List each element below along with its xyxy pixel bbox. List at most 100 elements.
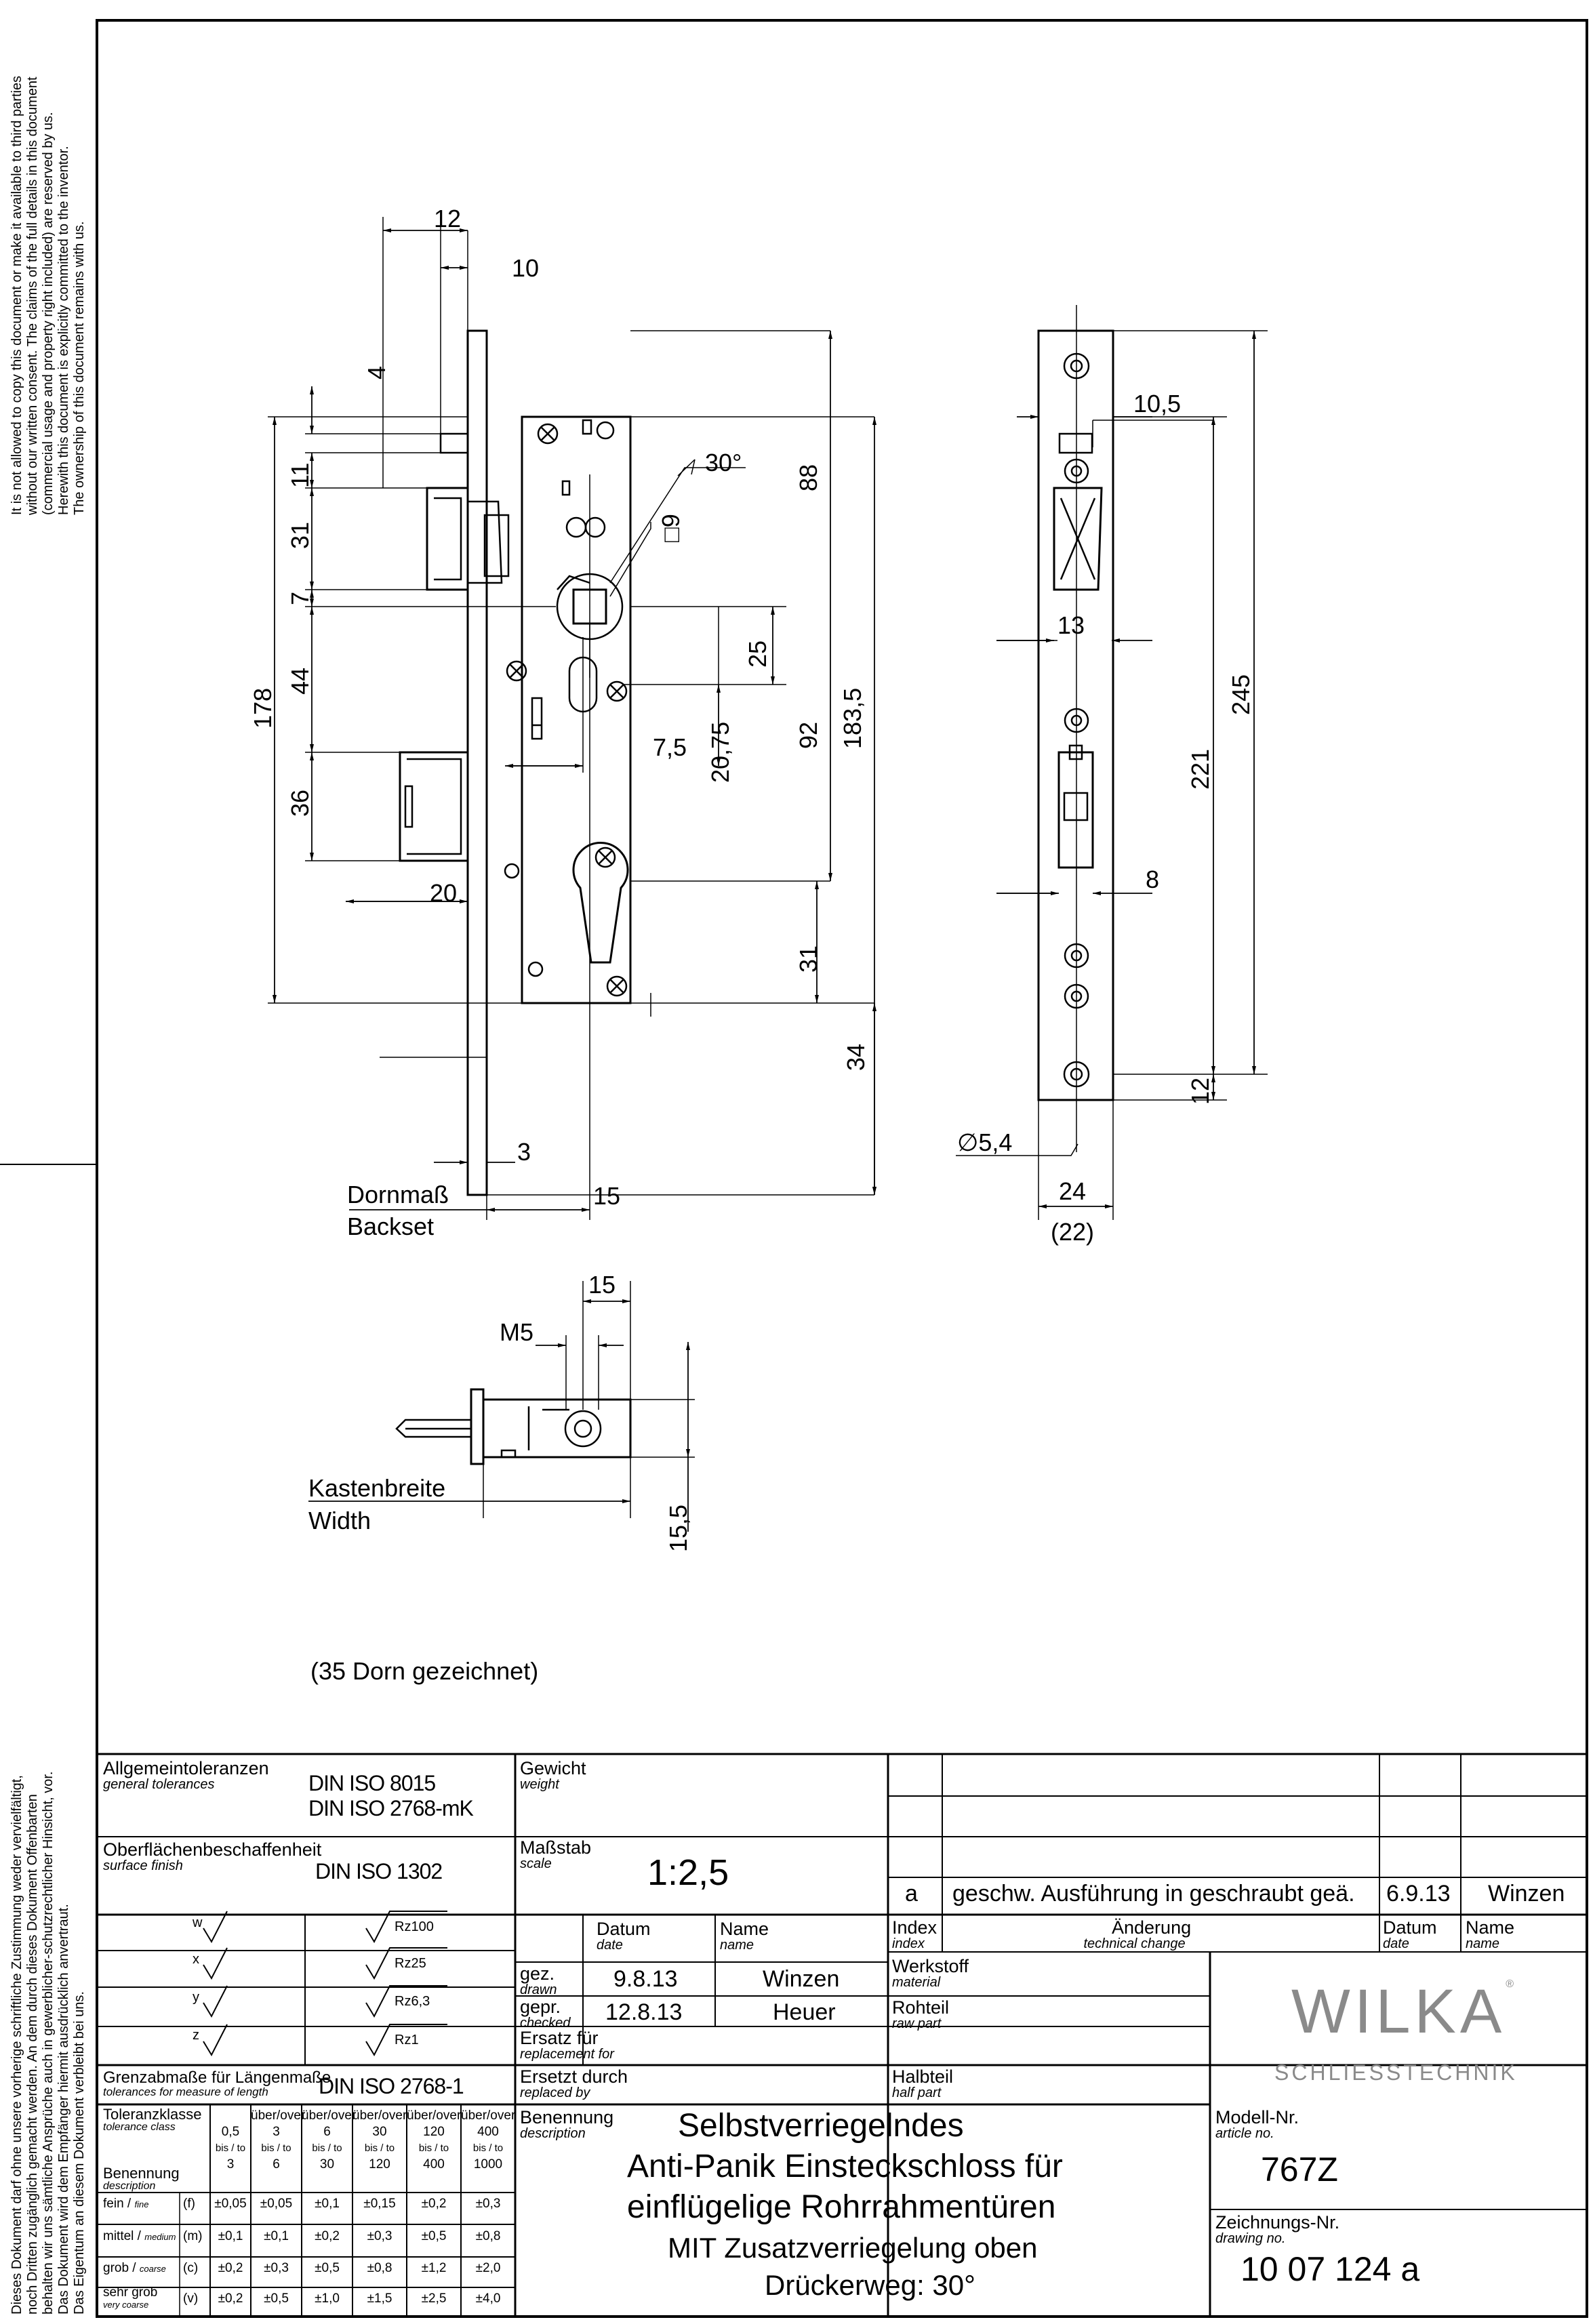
tolerance-row-name: grob / coarse xyxy=(103,2262,166,2275)
tolerance-cell: ±0,2 xyxy=(218,2261,243,2275)
tolerance-cell: ±0,3 xyxy=(264,2261,289,2275)
tolerance-cell: ±0,2 xyxy=(218,2291,243,2306)
surface-finish-std: DIN ISO 1302 xyxy=(315,1859,443,1883)
tolerance-header-text: bis / to xyxy=(312,2142,342,2154)
dim-22: (22) xyxy=(1051,1218,1094,1246)
width-label-en: Width xyxy=(308,1507,371,1534)
tolerance-header-text: 3 xyxy=(226,2157,235,2172)
dim-31a: 31 xyxy=(286,522,314,549)
dim-3: 3 xyxy=(517,1138,531,1166)
rough-sym-y: y xyxy=(193,1990,199,2005)
tolerance-header-text: über/over xyxy=(461,2108,516,2123)
tolerance-row-name-de: sehr grob xyxy=(103,2285,158,2300)
dim-24: 24 xyxy=(1059,1177,1086,1205)
dim-12-side: 12 xyxy=(1186,1078,1214,1105)
dim-10-5: 10,5 xyxy=(1133,390,1181,417)
tolerance-cell: ±0,8 xyxy=(367,2261,392,2275)
tolerance-header-text: 120 xyxy=(369,2157,390,2172)
drawn-label: gez.drawn xyxy=(520,1963,557,1998)
tolerance-header-text: bis / to xyxy=(472,2142,504,2154)
scale-value: 1:2,5 xyxy=(647,1852,729,1893)
tolerance-row-name: mittel / medium xyxy=(103,2230,176,2243)
tolerance-cell: ±1,0 xyxy=(315,2291,340,2306)
tolerance-header-text: 400 xyxy=(423,2157,445,2172)
tolerance-row-name: fein / fine xyxy=(103,2197,148,2211)
dim-20: 20 xyxy=(430,879,457,907)
dim-11: 11 xyxy=(286,463,314,488)
dim-183-5: 183,5 xyxy=(839,688,866,749)
dim-92: 92 xyxy=(794,722,822,749)
tolerance-row-code: (c) xyxy=(183,2261,199,2275)
tolerance-header-text: 30 xyxy=(319,2157,335,2172)
title-line-4: MIT Zusatzverriegelung oben xyxy=(668,2232,1038,2264)
tolerance-cell: ±0,5 xyxy=(264,2291,289,2306)
revision-index: a xyxy=(905,1881,918,1907)
dim-7-5: 7,5 xyxy=(653,733,687,761)
tolerance-cell: ±0,05 xyxy=(260,2197,293,2211)
model-no-label: Modell-Nr.article no. xyxy=(1215,2107,1299,2142)
lock-front-view xyxy=(399,329,632,1196)
tolerance-cell: ±0,2 xyxy=(421,2197,447,2211)
tolerance-cell: ±0,15 xyxy=(363,2197,396,2211)
model-no-value: 767Z xyxy=(1261,2150,1338,2188)
revision-date: 6.9.13 xyxy=(1386,1881,1451,1907)
drawn-name: Winzen xyxy=(763,1966,840,1992)
dim-178: 178 xyxy=(249,688,277,729)
dim-10: 10 xyxy=(512,254,539,282)
drawn-date: 9.8.13 xyxy=(613,1966,678,1992)
title-line-2: Anti-Panik Einsteckschloss für xyxy=(627,2148,1063,2184)
backset-label-en: Backset xyxy=(347,1212,434,1240)
dim-221: 221 xyxy=(1186,749,1214,790)
revision-change: geschw. Ausführung in geschraubt geä. xyxy=(952,1881,1355,1907)
tolerance-header-text: über/over xyxy=(251,2108,306,2123)
backset-label-de: Dornmaß xyxy=(347,1181,449,1208)
sheet-frame xyxy=(96,19,1588,2318)
tolerance-header-text: bis / to xyxy=(261,2142,291,2154)
wilka-logo-sub: SCHLIESSTECHNIK xyxy=(1274,2060,1518,2085)
dim-88: 88 xyxy=(794,464,822,491)
tolerance-cell: ±0,1 xyxy=(315,2197,340,2211)
dim-m5: M5 xyxy=(500,1318,533,1346)
tolerance-header-text: bis / to xyxy=(215,2142,246,2154)
front-dimension-labels: 12 10 4 11 31 7 178 44 36 20 30° □9 88 2… xyxy=(249,205,870,1240)
tolerance-header-text: 1000 xyxy=(473,2157,503,2172)
tolerance-row-code: (v) xyxy=(183,2291,199,2306)
dim-20-75: 20,75 xyxy=(706,722,734,783)
dim-13: 13 xyxy=(1057,611,1085,639)
tolerance-row-name-en: fine xyxy=(134,2199,149,2209)
dim-245: 245 xyxy=(1227,674,1255,715)
tolerance-row-name-de: mittel / xyxy=(103,2229,145,2243)
revision-name: Winzen xyxy=(1488,1881,1565,1907)
title-line-3: einflügelige Rohrrahmentüren xyxy=(627,2189,1056,2225)
rough-sym-x: x xyxy=(193,1952,199,1967)
tolerance-row-code: (m) xyxy=(183,2229,203,2243)
tolerance-cell: ±1,2 xyxy=(421,2261,447,2275)
rough-sym-z: z xyxy=(193,2028,199,2043)
rough-rz-6-3: Rz6,3 xyxy=(395,1994,430,2009)
tolerance-header-text: 6 xyxy=(323,2125,331,2139)
side-dimension-labels: 10,5 13 245 221 8 12 ∅5,4 24 (22) xyxy=(957,390,1255,1246)
tolerance-cell: ±1,5 xyxy=(367,2291,392,2306)
rough-sym-w: w xyxy=(193,1915,203,1930)
drawing-no-label: Zeichnungs-Nr.drawing no. xyxy=(1215,2212,1340,2247)
tolerance-cell: ±0,1 xyxy=(264,2229,289,2243)
tolerance-header-text: 3 xyxy=(273,2125,280,2139)
tolerance-cell: ±2,0 xyxy=(475,2261,501,2275)
dim-15-bottom: 15 xyxy=(588,1271,616,1299)
tolerance-header-text: 30 xyxy=(372,2125,387,2139)
tolerance-cell: ±0,8 xyxy=(475,2229,501,2243)
